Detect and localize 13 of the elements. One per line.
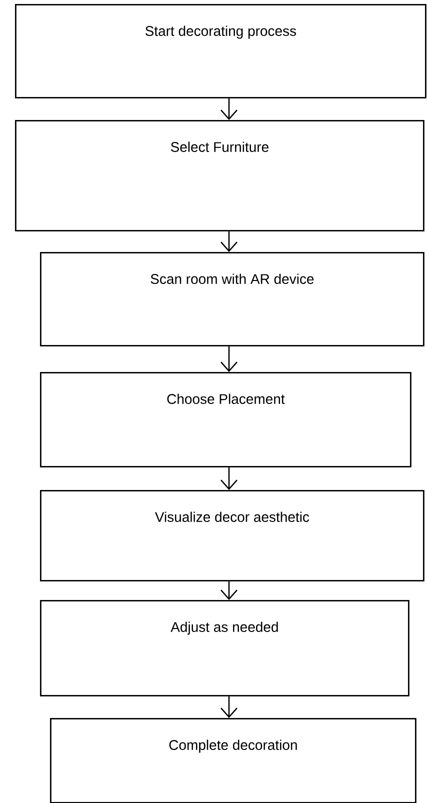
process-box: Select Furniture xyxy=(15,120,424,232)
arrow xyxy=(220,467,238,490)
arrow xyxy=(220,346,238,372)
arrow xyxy=(220,696,238,718)
arrow xyxy=(220,581,238,600)
process-box: Complete decoration xyxy=(50,718,416,803)
process-box: Start decorating process xyxy=(15,4,426,98)
process-box: Adjust as needed xyxy=(40,600,410,696)
process-box: Choose Placement xyxy=(40,372,412,468)
arrow xyxy=(220,231,238,252)
process-box: Visualize decor aesthetic xyxy=(40,490,424,582)
process-box: Scan room with AR device xyxy=(40,252,424,346)
arrow xyxy=(220,98,238,120)
